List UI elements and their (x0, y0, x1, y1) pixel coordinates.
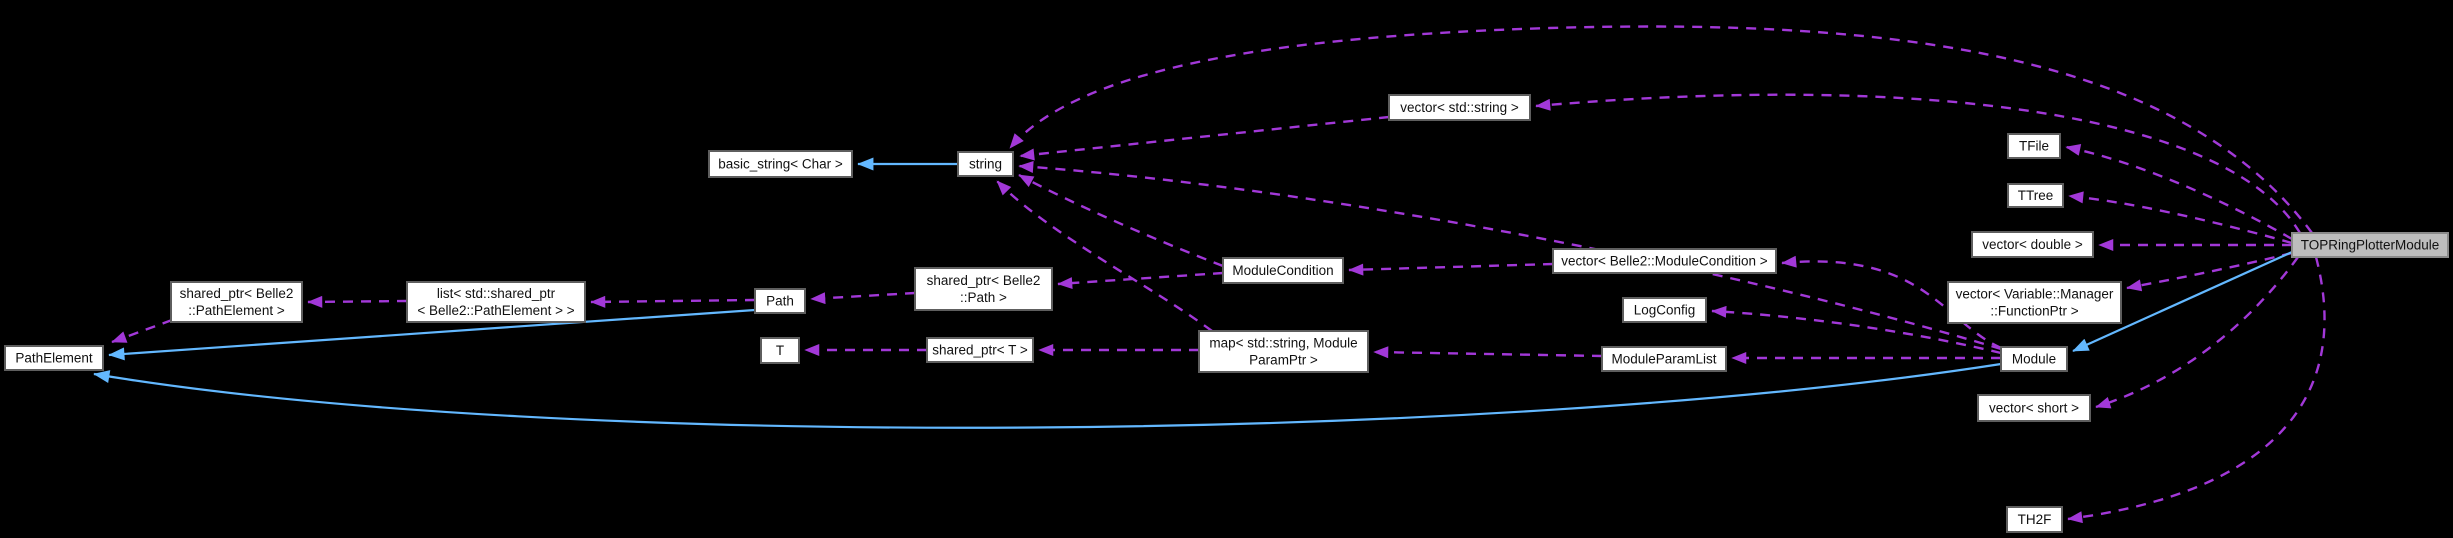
edge-topringplottermodule-to-vector-functionptr-usage (2126, 251, 2293, 292)
edge-topringplottermodule-to-th2f-usage (2067, 256, 2326, 524)
edge-modulecondition-to-shared-ptr-belle2-path-usage (1057, 271, 1224, 290)
node-topringplottermodule[interactable]: TOPRingPlotterModule (2291, 232, 2449, 258)
node-box-string[interactable] (957, 151, 1014, 177)
edge-vector-std-string-to-string-usage (1019, 115, 1390, 161)
node-pathelement[interactable]: PathElement (4, 345, 104, 371)
edge-module-to-pathelement-inheritance (93, 362, 2002, 429)
node-t[interactable]: T (760, 337, 800, 364)
edge-modulecondition-to-string-usage (1018, 173, 1224, 268)
node-box-ttree[interactable] (2007, 183, 2064, 208)
node-box-t[interactable] (760, 337, 800, 364)
node-modulecondition[interactable]: ModuleCondition (1222, 257, 1344, 284)
node-moduleparamlist[interactable]: ModuleParamList (1601, 346, 1727, 372)
edge-topringplottermodule-to-vector-short-usage (2095, 256, 2299, 409)
node-box-topringplottermodule[interactable] (2291, 232, 2449, 258)
node-logconfig[interactable]: LogConfig (1622, 297, 1707, 323)
node-tfile[interactable]: TFile (2007, 133, 2061, 159)
node-th2f[interactable]: TH2F (2006, 506, 2063, 533)
node-box-module[interactable] (2000, 346, 2068, 372)
node-box-list-shared-ptr-pathelement[interactable] (406, 281, 586, 323)
node-box-vector-belle2-modulecondition[interactable] (1552, 248, 1777, 274)
node-box-shared-ptr-t[interactable] (926, 337, 1034, 363)
node-box-logconfig[interactable] (1622, 297, 1707, 323)
edge-topringplottermodule-to-ttree-usage (2068, 191, 2293, 245)
node-vector-belle2-modulecondition[interactable]: vector< Belle2::ModuleCondition > (1552, 248, 1777, 274)
edge-moduleparamlist-to-map-string-moduleparamptr-usage (1373, 346, 1603, 359)
edge-module-to-string-usage (1018, 161, 2002, 351)
node-box-map-string-moduleparamptr[interactable] (1198, 330, 1369, 373)
node-path[interactable]: Path (754, 288, 806, 314)
node-vector-functionptr[interactable]: vector< Variable::Manager::FunctionPtr > (1947, 281, 2122, 324)
node-box-shared-ptr-belle2-pathelement[interactable] (170, 281, 303, 323)
edges-layer (93, 25, 2326, 524)
node-vector-short[interactable]: vector< short > (1977, 394, 2091, 422)
node-shared-ptr-t[interactable]: shared_ptr< T > (926, 337, 1034, 363)
node-box-vector-short[interactable] (1977, 394, 2091, 422)
node-vector-std-string[interactable]: vector< std::string > (1388, 94, 1531, 121)
node-box-shared-ptr-belle2-path[interactable] (914, 267, 1053, 311)
edge-topringplottermodule-to-tfile-usage (2065, 143, 2293, 241)
node-vector-double[interactable]: vector< double > (1971, 231, 2094, 258)
edge-topringplottermodule-to-module-inheritance (2072, 250, 2293, 353)
node-string[interactable]: string (957, 151, 1014, 177)
node-box-vector-std-string[interactable] (1388, 94, 1531, 121)
edge-map-string-moduleparamptr-to-string-usage (996, 180, 1213, 332)
node-shared-ptr-belle2-path[interactable]: shared_ptr< Belle2::Path > (914, 267, 1053, 311)
node-box-th2f[interactable] (2006, 506, 2063, 533)
edge-topringplottermodule-to-string-usage (1009, 25, 2313, 234)
edge-path-to-list-shared-ptr-pathelement-usage (590, 295, 756, 308)
node-list-shared-ptr-pathelement[interactable]: list< std::shared_ptr< Belle2::PathEleme… (406, 281, 586, 323)
node-box-path[interactable] (754, 288, 806, 314)
node-basic-string-char[interactable]: basic_string< Char > (708, 150, 853, 178)
edge-topringplottermodule-to-vector-std-string-usage (1535, 93, 2302, 234)
node-box-tfile[interactable] (2007, 133, 2061, 159)
node-box-vector-functionptr[interactable] (1947, 281, 2122, 324)
node-box-modulecondition[interactable] (1222, 257, 1344, 284)
edge-vector-belle2-modulecondition-to-modulecondition-usage (1348, 262, 1554, 276)
edge-module-to-vector-belle2-modulecondition-usage (1781, 255, 2002, 350)
node-box-basic-string-char[interactable] (708, 150, 853, 178)
node-shared-ptr-belle2-pathelement[interactable]: shared_ptr< Belle2::PathElement > (170, 281, 303, 323)
node-box-pathelement[interactable] (4, 345, 104, 371)
edge-module-to-logconfig-usage (1711, 305, 2002, 355)
edge-path-to-pathelement-inheritance (108, 308, 756, 361)
node-ttree[interactable]: TTree (2007, 183, 2064, 208)
node-box-moduleparamlist[interactable] (1601, 346, 1727, 372)
node-box-vector-double[interactable] (1971, 231, 2094, 258)
node-module[interactable]: Module (2000, 346, 2068, 372)
